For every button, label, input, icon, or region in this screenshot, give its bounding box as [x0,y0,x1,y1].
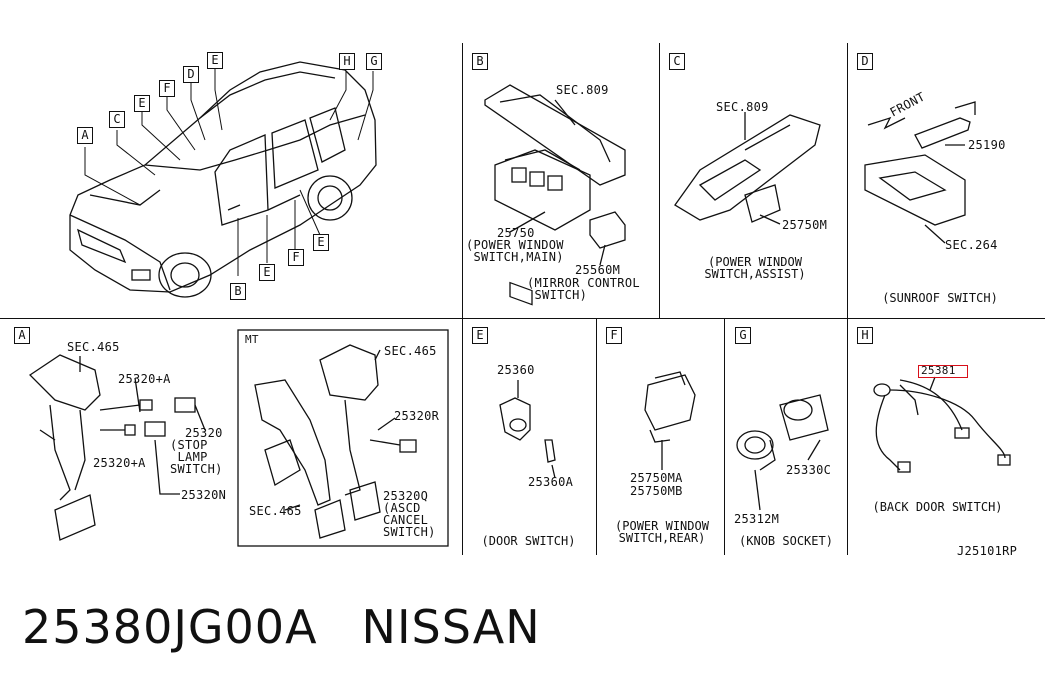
sec-mt-drawing [254,344,417,539]
divider-v4 [596,318,597,555]
sec-g-drawing [736,394,829,511]
section-e-label: E [472,327,488,344]
mt-frame [237,329,449,547]
section-b-label: B [472,53,488,70]
callout-h: H [339,53,355,70]
sec-e-drawing [499,380,556,479]
f-part-mb: 25750MB [630,484,683,498]
callout-d: D [183,66,199,83]
g-part-m: 25312M [734,512,780,526]
callout-g: G [366,53,382,70]
c-sec-ref: SEC.809 [716,100,769,114]
a-part-a2: 25320+A [93,456,146,470]
diagram-code: J25101RP [957,544,1018,558]
d-sec-ref: SEC.264 [945,238,998,252]
car-illustration [69,61,377,298]
divider-v2 [659,43,660,318]
mt-part-q: 25320Q [383,489,429,503]
g-caption: (KNOB SOCKET) [739,534,833,548]
callout-e: E [134,95,150,112]
callout-c: C [109,111,125,128]
d-caption: (SUNROOF SWITCH) [882,291,998,305]
divider-horizontal [0,318,1045,319]
section-d-label: D [857,53,873,70]
e-part-main: 25360 [497,363,535,377]
sec-c-drawing [674,112,821,225]
g-part-c: 25330C [786,463,832,477]
divider-v1 [462,43,463,555]
f-part-ma: 25750MA [630,471,683,485]
callout-f: F [159,80,175,97]
mt-sec-bottom: SEC.465 [249,504,302,518]
mt-sec-top: SEC.465 [384,344,437,358]
c-caption: (POWER WINDOW SWITCH,ASSIST) [704,255,806,281]
callout-b: B [230,283,246,300]
section-a-label: A [14,327,30,344]
part-number: 25380JG00A [22,600,318,654]
a-part-a1: 25320+A [118,372,171,386]
b-sec-ref: SEC.809 [556,83,609,97]
section-f-label: F [606,327,622,344]
callout-f: F [288,249,304,266]
b-part-mirror: 25560M [575,263,621,277]
section-c-label: C [669,53,685,70]
divider-v6 [847,318,848,555]
section-g-label: G [735,327,751,344]
h-part: 25381 [921,364,956,377]
a-sec-ref: SEC.465 [67,340,120,354]
divider-v3 [847,43,848,318]
sec-d-drawing [864,101,976,244]
divider-v5 [724,318,725,555]
b-caption-mirror: (MIRROR CONTROL SWITCH) [527,276,640,302]
mt-label: MT [245,333,259,346]
c-part: 25750M [782,218,828,232]
sec-a-drawing [28,354,206,541]
a-part-stop: 25320 [185,426,223,440]
callout-e: E [313,234,329,251]
sec-f-drawing [644,371,696,470]
b-part-main: 25750 [497,226,535,240]
mt-part-r: 25320R [394,409,440,423]
callout-e: E [259,264,275,281]
h-caption: (BACK DOOR SWITCH) [872,500,1003,514]
d-part: 25190 [968,138,1006,152]
brand-name: NISSAN [361,600,541,654]
mt-caption-q: (ASCD CANCEL SWITCH) [383,501,436,539]
e-part-a: 25360A [528,475,574,489]
sec-b-drawing [484,84,626,306]
section-h-label: H [857,327,873,344]
highlight-box [918,365,968,378]
sec-h-drawing [873,376,1011,473]
b-caption-main: (POWER WINDOW SWITCH,MAIN) [466,238,564,264]
callout-a: A [77,127,93,144]
f-caption: (POWER WINDOW SWITCH,REAR) [615,519,709,545]
a-part-n: 25320N [181,488,227,502]
car-callout-lines [84,68,374,276]
callout-e: E [207,52,223,69]
a-caption-stop: (STOP LAMP SWITCH) [170,438,223,476]
e-caption: (DOOR SWITCH) [481,534,576,548]
